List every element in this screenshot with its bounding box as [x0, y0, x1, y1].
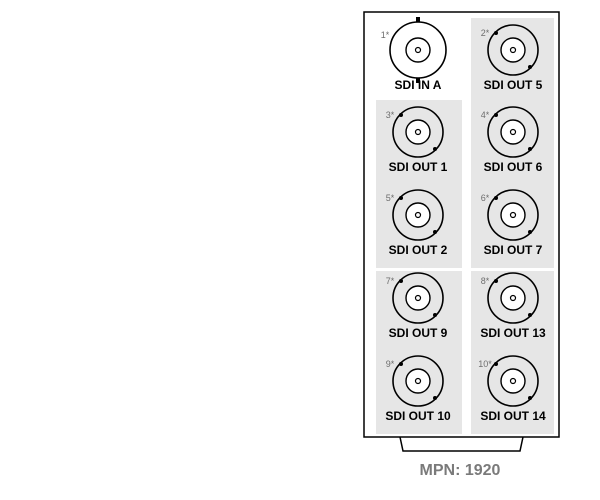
bnc-bayonet-stud-icon: [528, 230, 532, 234]
pin-number-label: 5*: [386, 193, 395, 203]
connector-label: SDI OUT 14: [480, 409, 546, 423]
bnc-bayonet-stud-icon: [433, 230, 437, 234]
bnc-bayonet-stud-icon: [528, 65, 532, 69]
pin-number-label: 8*: [481, 276, 490, 286]
bnc-bayonet-stud-icon: [528, 313, 532, 317]
connector-label: SDI OUT 6: [484, 160, 543, 174]
pin-number-label: 2*: [481, 28, 490, 38]
bnc-outer-ring-icon: [487, 106, 539, 158]
bnc-bayonet-stud-icon: [399, 113, 403, 117]
mpn-label: MPN: 1920: [419, 462, 501, 479]
connector-sdi-out-13: 8* SDI OUT 13: [480, 272, 546, 340]
bnc-bayonet-stud-icon: [494, 31, 498, 35]
connector-label: SDI OUT 5: [484, 78, 543, 92]
bnc-bayonet-stud-icon: [494, 362, 498, 366]
bnc-center-pin-icon: [509, 46, 517, 54]
bnc-bayonet-stud-icon: [494, 113, 498, 117]
pin-number-label: 4*: [481, 110, 490, 120]
pin-number-label: 1*: [381, 30, 390, 40]
bnc-key-tab-icon: [416, 17, 420, 22]
bnc-outer-ring-icon: [487, 355, 539, 407]
pin-number-label: 6*: [481, 193, 490, 203]
connector-sdi-out-9: 7* SDI OUT 9: [386, 272, 448, 340]
bnc-outer-ring-icon: [487, 24, 539, 76]
connector-sdi-in-a: 1* SDI IN A: [381, 17, 447, 92]
bnc-bayonet-stud-icon: [528, 396, 532, 400]
bnc-bayonet-stud-icon: [433, 396, 437, 400]
connector-label: SDI OUT 7: [484, 243, 543, 257]
connector-layer: 1* SDI IN A 2* SDI OUT 5 3* SDI OUT 1 4* SDI OU…: [381, 17, 546, 423]
bnc-center-pin-icon: [414, 377, 422, 385]
connector-label: SDI IN A: [395, 78, 442, 92]
bnc-center-pin-icon: [509, 377, 517, 385]
bnc-outer-ring-icon: [392, 106, 444, 158]
bnc-center-pin-icon: [414, 211, 422, 219]
bnc-center-pin-icon: [414, 46, 422, 54]
pin-number-label: 10*: [478, 359, 492, 369]
bnc-bayonet-stud-icon: [399, 362, 403, 366]
bnc-key-tab-icon: [416, 78, 420, 83]
connector-label: SDI OUT 13: [480, 326, 546, 340]
connector-label: SDI OUT 9: [389, 326, 448, 340]
bnc-bayonet-stud-icon: [528, 147, 532, 151]
bnc-center-pin-icon: [509, 294, 517, 302]
bnc-outer-ring-icon: [487, 272, 539, 324]
bnc-bayonet-stud-icon: [494, 196, 498, 200]
mounting-tab: [399, 436, 524, 452]
pin-number-label: 3*: [386, 110, 395, 120]
connector-sdi-out-6: 4* SDI OUT 6: [481, 106, 543, 174]
connector-sdi-out-5: 2* SDI OUT 5: [481, 24, 543, 92]
pin-number-label: 7*: [386, 276, 395, 286]
bnc-center-pin-icon: [414, 294, 422, 302]
connector-sdi-out-7: 6* SDI OUT 7: [481, 189, 543, 257]
bnc-bayonet-stud-icon: [399, 279, 403, 283]
pin-number-label: 9*: [386, 359, 395, 369]
bnc-outer-ring-icon: [392, 355, 444, 407]
bnc-outer-ring-icon: [392, 189, 444, 241]
bnc-center-pin-icon: [509, 128, 517, 136]
bnc-bayonet-stud-icon: [433, 147, 437, 151]
bnc-bayonet-stud-icon: [399, 196, 403, 200]
bnc-center-pin-icon: [414, 128, 422, 136]
connector-label: SDI OUT 2: [389, 243, 448, 257]
bnc-outer-ring-icon: [487, 189, 539, 241]
panel-outline: [363, 11, 560, 438]
connector-label: SDI OUT 10: [385, 409, 451, 423]
bnc-outer-ring-icon: [392, 272, 444, 324]
bnc-center-pin-icon: [509, 211, 517, 219]
bnc-bayonet-stud-icon: [433, 313, 437, 317]
connector-sdi-out-14: 10* SDI OUT 14: [478, 355, 546, 423]
connector-sdi-out-2: 5* SDI OUT 2: [386, 189, 448, 257]
connector-label: SDI OUT 1: [389, 160, 448, 174]
connector-sdi-out-10: 9* SDI OUT 10: [385, 355, 451, 423]
bnc-bayonet-stud-icon: [494, 279, 498, 283]
connector-sdi-out-1: 3* SDI OUT 1: [386, 106, 448, 174]
